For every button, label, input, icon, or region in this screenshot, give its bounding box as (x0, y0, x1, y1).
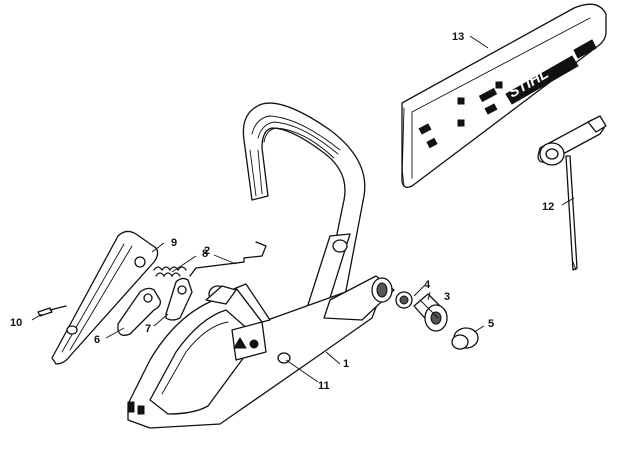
callout-5: 5 (488, 318, 494, 330)
bushing-parts (395, 291, 479, 350)
callout-10: 10 (10, 317, 22, 329)
callout-2: 2 (204, 245, 210, 257)
callout-8: 8 (202, 248, 208, 260)
bar-scabbard: STIHL (401, 3, 607, 188)
wire-spring (189, 241, 267, 277)
callout-3: 3 (444, 291, 450, 303)
callout-6: 6 (94, 334, 100, 346)
front-handle-housing (127, 102, 395, 429)
leader-lines (31, 35, 575, 383)
brake-lever-assembly (51, 230, 193, 365)
screw (37, 305, 67, 317)
callout-4: 4 (424, 279, 431, 291)
callout-7: 7 (145, 323, 151, 335)
callout-11: 11 (318, 380, 330, 392)
callout-9: 9 (171, 237, 177, 249)
callout-13: 13 (452, 31, 464, 43)
callout-labels: 13 12 1 2 3 4 5 6 7 8 9 10 11 (10, 31, 554, 392)
combination-wrench (537, 115, 607, 271)
callout-12: 12 (542, 201, 554, 213)
callout-1: 1 (343, 358, 349, 370)
